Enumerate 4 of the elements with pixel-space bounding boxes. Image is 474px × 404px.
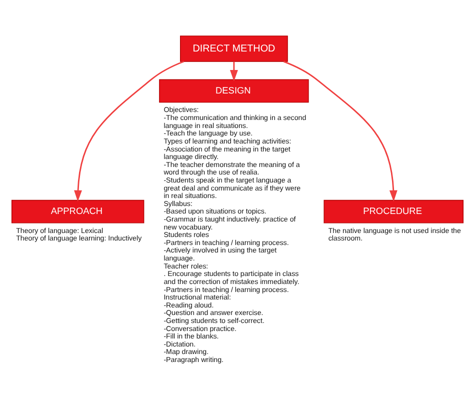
arrow (74, 60, 184, 202)
arrow (229, 62, 238, 82)
node-box: DIRECT METHOD (180, 36, 288, 62)
arrow (282, 60, 397, 202)
